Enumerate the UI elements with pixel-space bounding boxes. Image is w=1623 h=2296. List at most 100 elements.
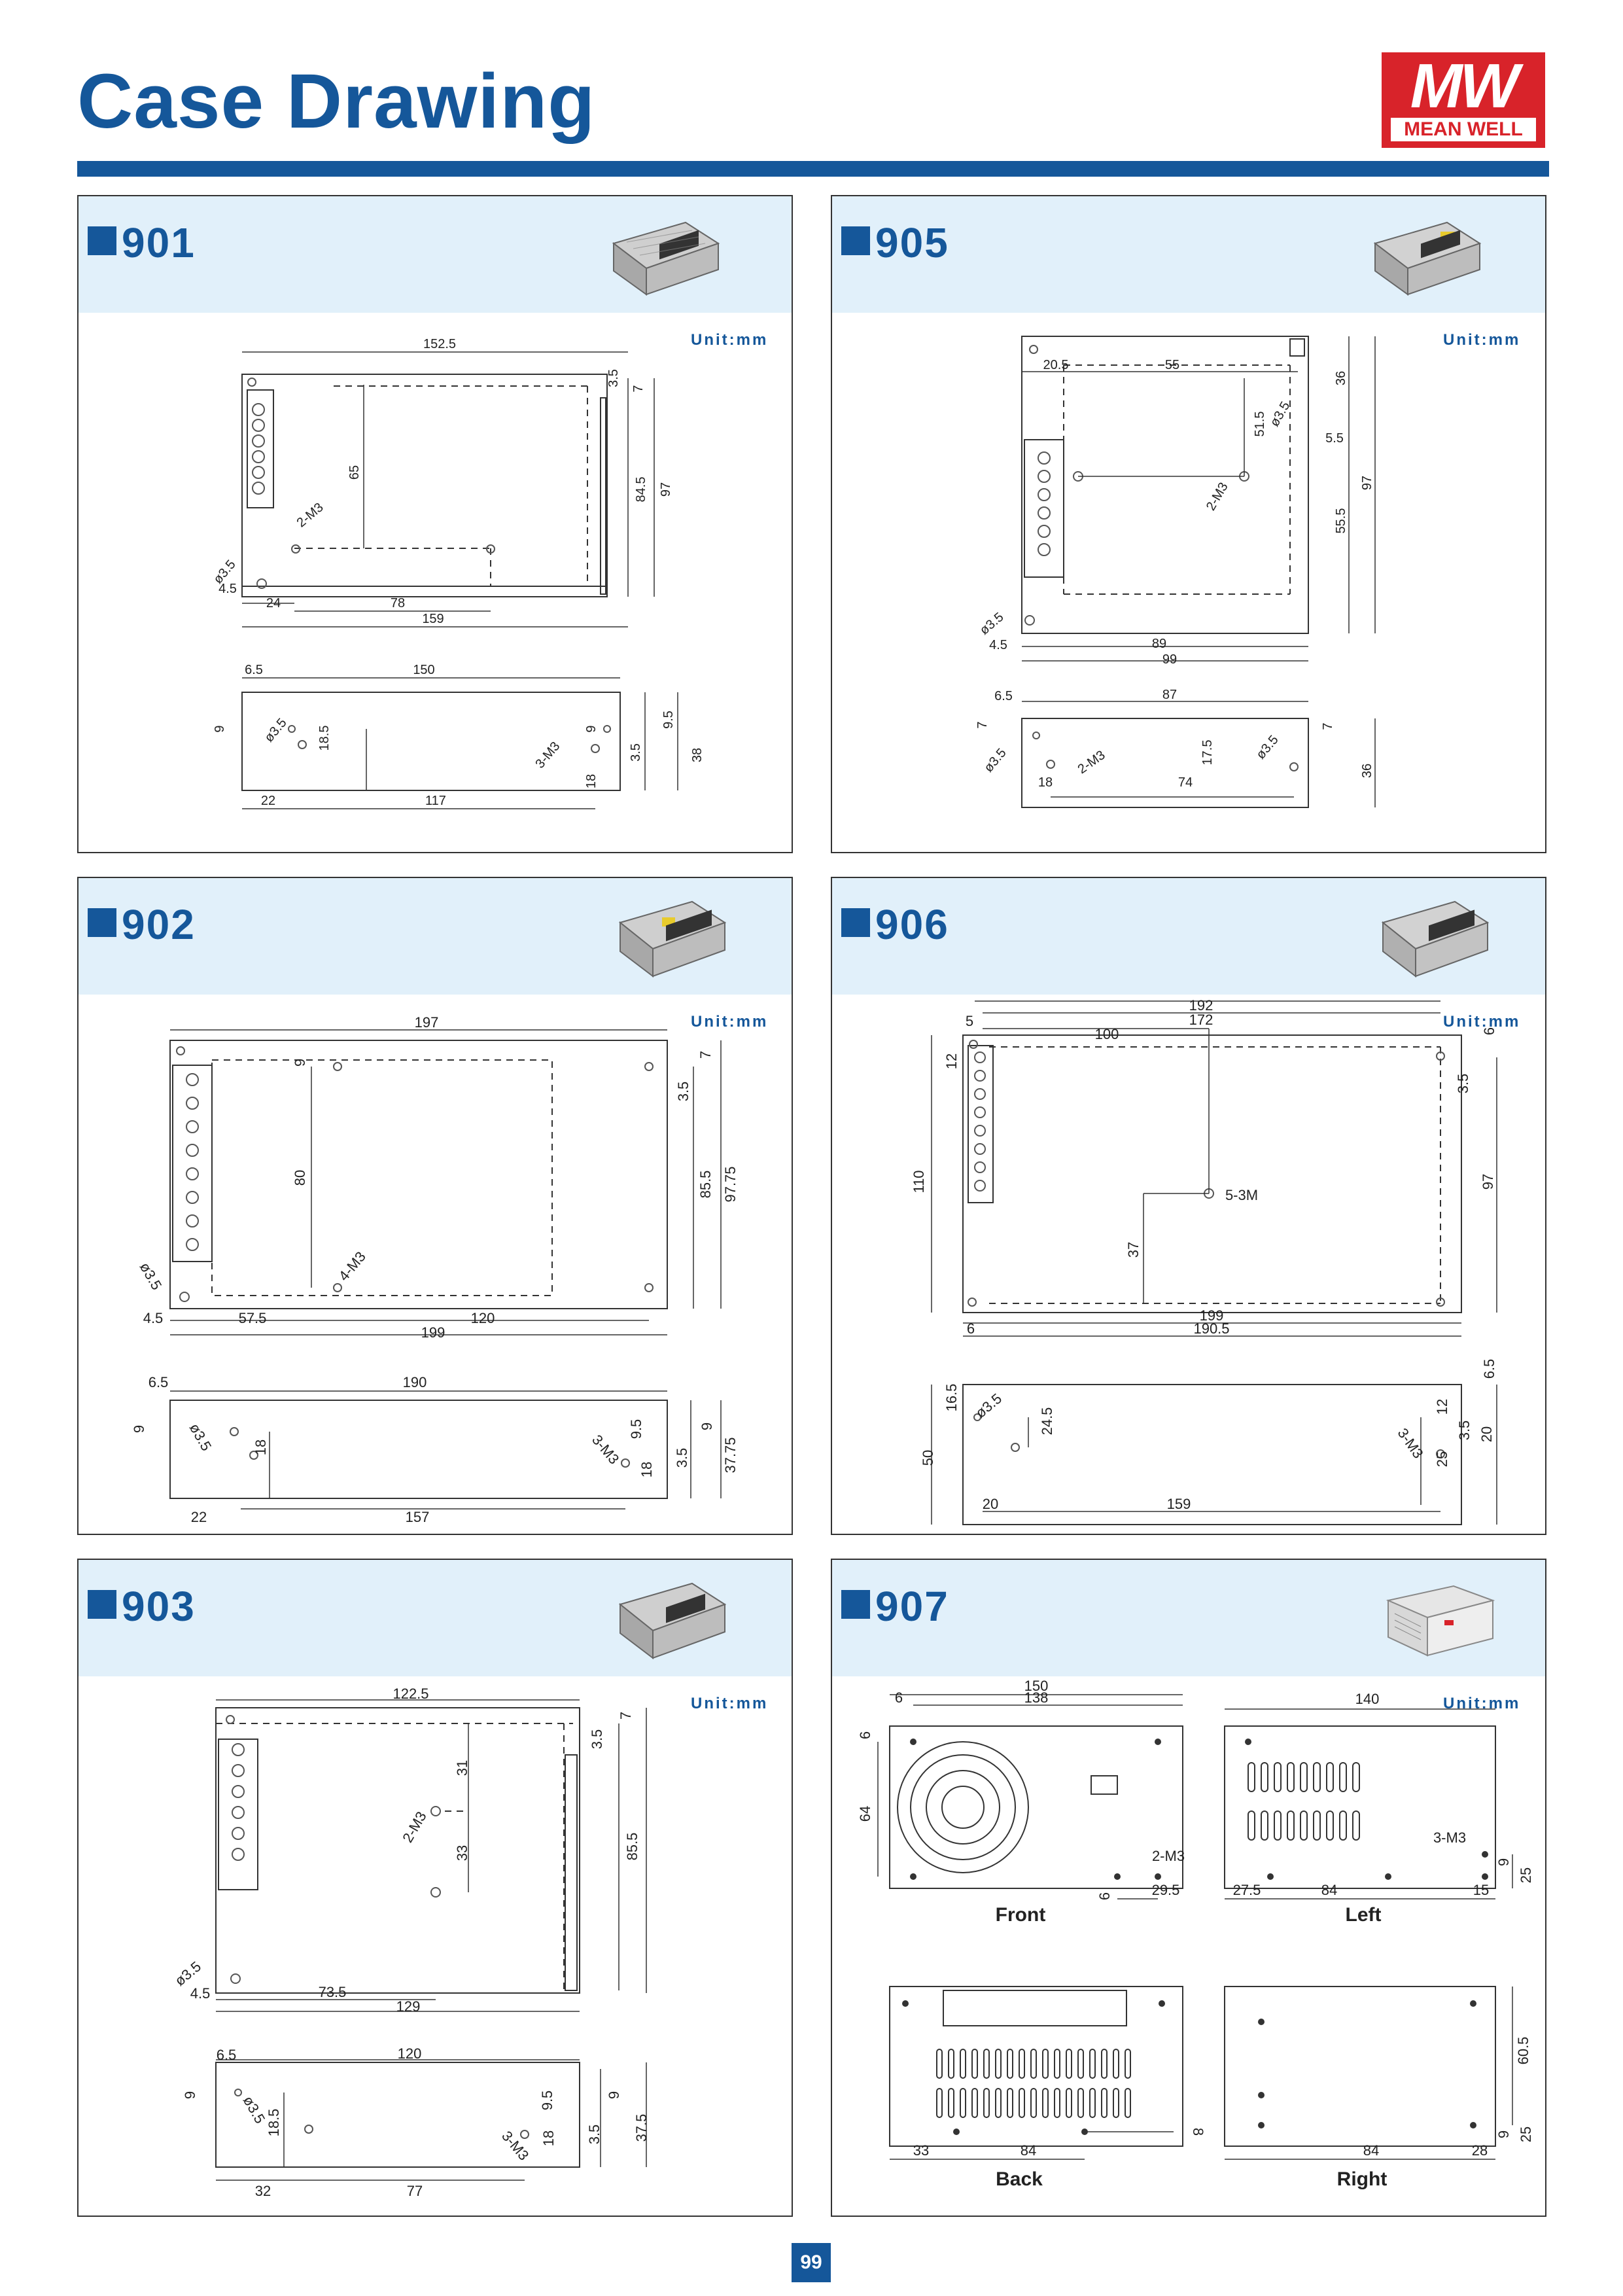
- dim-label: 9.5: [661, 711, 676, 729]
- dim-label: 36: [1360, 764, 1374, 778]
- panel-901: 901 Unit:mm: [77, 195, 793, 853]
- dim-label: 64: [857, 1806, 873, 1822]
- dim-label: 20: [983, 1496, 998, 1512]
- dim-label: 12: [1434, 1399, 1450, 1415]
- panel-905: 905 Unit:mm: [831, 195, 1546, 853]
- dim-label: 97: [659, 482, 673, 497]
- dim-label: 9: [131, 1425, 147, 1433]
- dim-label: ø3.5: [981, 746, 1009, 775]
- dim-label: 192: [1189, 997, 1213, 1014]
- case-drawing-905: 20.5 55 51.5 ø3.5 36 5.5 97 2-M3 55.5 ø3…: [832, 313, 1545, 855]
- dim-label: 28: [1472, 2142, 1488, 2159]
- dim-label: 7: [1321, 722, 1335, 730]
- dim-label: 4.5: [143, 1310, 164, 1326]
- dim-label: 84.5: [634, 477, 648, 503]
- dim-label: 157: [406, 1509, 430, 1525]
- dim-label: 77: [407, 2183, 423, 2199]
- dim-label: 122.5: [393, 1686, 428, 1702]
- dim-label: 25: [1518, 2127, 1534, 2142]
- dim-label: 9.5: [628, 1419, 644, 1439]
- dim-label: 9: [1495, 2130, 1512, 2138]
- case-drawing-901: 152.5 65 3.5 7 84.5 97 2-M3 ø3.5 4.5 24 …: [79, 313, 792, 855]
- dim-label: ø3.5: [1267, 399, 1293, 429]
- dim-label: 38: [690, 748, 705, 762]
- dim-label: 152.5: [423, 337, 456, 351]
- model-number: 906: [875, 901, 949, 948]
- model-number: 902: [122, 901, 196, 948]
- dim-label: 110: [911, 1170, 927, 1193]
- dim-label: 3-M3: [1433, 1829, 1466, 1846]
- dim-label: 8: [1190, 2128, 1206, 2136]
- dim-label: ø3.5: [240, 2093, 269, 2127]
- model-number: 907: [875, 1583, 949, 1630]
- dim-label: 97: [1360, 476, 1374, 490]
- dim-label: 2-M3: [1204, 480, 1231, 513]
- dim-label: 190: [403, 1374, 427, 1390]
- dim-label: 18.5: [266, 2109, 282, 2137]
- dim-label: 37.75: [722, 1437, 739, 1473]
- dim-label: 73.5: [319, 1984, 347, 2000]
- panel-header: 906: [832, 878, 1545, 995]
- dim-label: 100: [1095, 1026, 1119, 1042]
- dim-label: 6.5: [217, 2047, 237, 2063]
- dim-label: 3.5: [629, 743, 643, 762]
- panel-907: 907 Unit:mm: [831, 1559, 1546, 2217]
- unit-label: Unit:mm: [1443, 1013, 1521, 1031]
- dim-label: 7: [697, 1051, 714, 1059]
- dim-label: 22: [261, 794, 275, 808]
- dim-label: 74: [1178, 775, 1193, 790]
- bullet-square-icon: [841, 226, 870, 255]
- dim-label: 97: [1480, 1174, 1496, 1190]
- product-photo: [618, 900, 727, 978]
- dim-label: 84: [1363, 2142, 1379, 2159]
- bullet-square-icon: [88, 226, 116, 255]
- dim-label: 17.5: [1200, 740, 1215, 766]
- dim-label: 9: [182, 2091, 198, 2099]
- case-drawing-907: 150 138 6 6 64 2-M3 6 29.5 Front 140 3-M…: [832, 1676, 1545, 2219]
- dim-label: 7: [618, 1712, 634, 1720]
- panel-header: 901: [79, 196, 792, 313]
- dim-label: 20.5: [1043, 358, 1069, 372]
- panel-903: 903 Unit:mm: [77, 1559, 793, 2217]
- view-caption: Right: [1337, 2168, 1387, 2190]
- logo-mark: MW: [1410, 51, 1520, 121]
- product-photo: [612, 221, 720, 296]
- panel-906: 906 Unit:mm: [831, 877, 1546, 1535]
- bullet-square-icon: [841, 1590, 870, 1619]
- unit-label: Unit:mm: [691, 1695, 769, 1712]
- dim-label: 57.5: [239, 1310, 267, 1326]
- case-drawing-906: 192 5 172 100 6 12 3.5 110 5-3M 97 37 19…: [832, 995, 1545, 1537]
- dim-label: 12: [943, 1053, 960, 1069]
- title-rule: [77, 161, 1549, 177]
- model-number: 901: [122, 219, 196, 266]
- dim-label: 2-M3: [1152, 1848, 1185, 1864]
- dim-label: 172: [1189, 1012, 1213, 1028]
- dim-label: 7: [975, 721, 990, 728]
- dim-label: 9: [606, 2091, 622, 2099]
- dim-label: 3.5: [675, 1082, 691, 1102]
- dim-label: 2-M3: [1075, 748, 1108, 777]
- bullet-square-icon: [841, 908, 870, 937]
- dim-label: 3.5: [586, 2125, 602, 2145]
- dim-label: 37: [1125, 1242, 1142, 1258]
- bullet-square-icon: [88, 1590, 116, 1619]
- dim-label: 78: [391, 596, 405, 610]
- dim-label: 89: [1152, 637, 1166, 651]
- panel-header: 903: [79, 1560, 792, 1676]
- page-number: 99: [792, 2243, 831, 2282]
- dim-label: 190.5: [1193, 1320, 1229, 1337]
- dim-label: 9: [213, 725, 227, 732]
- panel-header: 907: [832, 1560, 1545, 1676]
- dim-label: 159: [422, 612, 444, 626]
- dim-label: 32: [255, 2183, 271, 2199]
- dim-label: 18: [253, 1439, 269, 1455]
- dim-label: ø3.5: [171, 1958, 204, 1989]
- dim-label: 5-3M: [1225, 1187, 1258, 1203]
- dim-label: 138: [1024, 1689, 1049, 1706]
- dim-label: 129: [396, 1998, 421, 2015]
- dim-label: 150: [1024, 1678, 1049, 1694]
- product-photo: [618, 1582, 727, 1660]
- dim-label: 5.5: [1325, 431, 1344, 446]
- dim-label: 7: [631, 385, 646, 392]
- dim-label: 6: [1096, 1892, 1113, 1900]
